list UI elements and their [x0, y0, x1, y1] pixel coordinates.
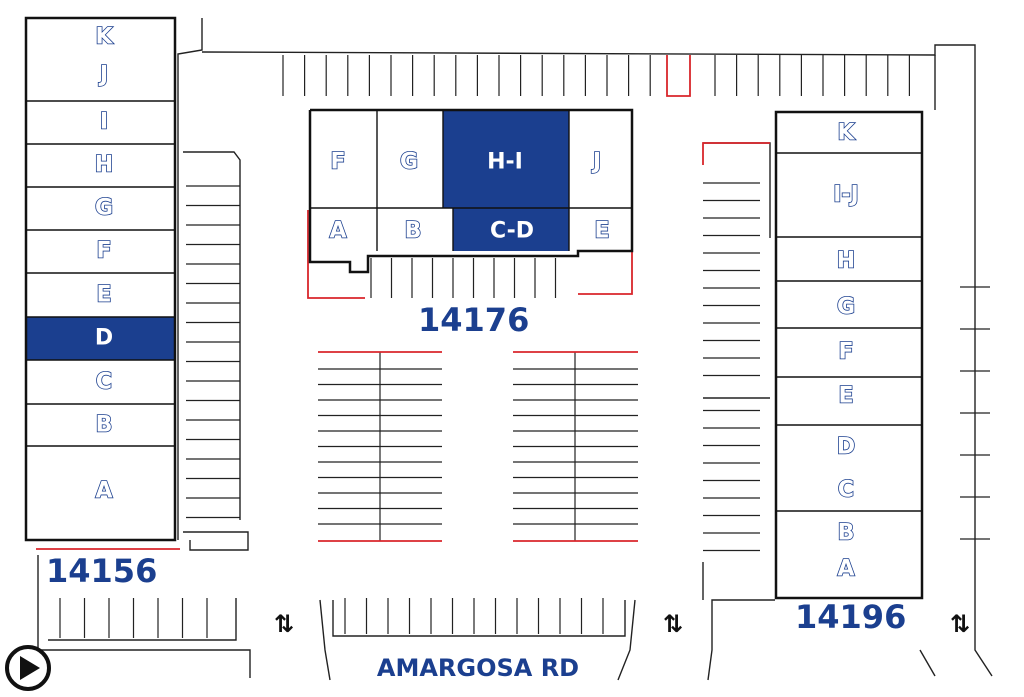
unit-14156-H[interactable]: H — [94, 152, 114, 179]
unit-14156-D-highlight — [26, 317, 175, 360]
unit-14176-A[interactable]: A — [329, 218, 348, 245]
unit-14156-C[interactable]: C — [95, 369, 113, 396]
unit-14196-A[interactable]: A — [837, 556, 856, 583]
unit-14156-K[interactable]: K — [95, 24, 115, 51]
unit-14176-H-I[interactable]: H-I — [487, 150, 523, 175]
unit-14196-C[interactable]: C — [837, 477, 855, 504]
bottom-center-parking — [344, 598, 604, 634]
unit-14176-G[interactable]: G — [399, 149, 419, 176]
unit-14156-D[interactable]: D — [95, 326, 113, 351]
unit-14196-K[interactable]: K — [837, 120, 857, 147]
building-14176: F G H-I J A B C-D E 14176 — [308, 108, 634, 339]
bottom-left-parking — [59, 598, 208, 638]
unit-14156-I[interactable]: I — [99, 109, 109, 136]
building-14196: K I-J H G F E D C B A 14196 — [774, 110, 924, 636]
entrance-arrow-left: ⇅ — [274, 610, 294, 638]
unit-14156-A[interactable]: A — [95, 478, 114, 505]
unit-14196-D[interactable]: D — [836, 434, 856, 461]
top-parking-row — [282, 55, 911, 96]
unit-14176-HI-highlight — [443, 110, 569, 208]
center-parking-left — [318, 352, 442, 541]
entrance-arrow-center: ⇅ — [663, 610, 683, 638]
building-14156: K J I H G F E D C B A 14156 — [24, 16, 177, 590]
building-14176-front-parking — [370, 258, 557, 298]
unit-14156-E[interactable]: E — [96, 282, 113, 309]
road-name: AMARGOSA RD — [377, 654, 579, 682]
site-outline — [37, 18, 993, 681]
entrance-arrow-right: ⇅ — [950, 610, 970, 638]
far-right-parking — [960, 286, 990, 540]
unit-14176-F[interactable]: F — [330, 149, 347, 176]
play-circle-icon[interactable] — [5, 645, 51, 691]
unit-14156-B[interactable]: B — [95, 412, 113, 439]
unit-14176-E[interactable]: E — [594, 218, 611, 245]
red-curbs — [36, 55, 770, 550]
unit-14196-H[interactable]: H — [836, 248, 856, 275]
right-parking-column — [702, 142, 771, 600]
center-parking-right — [513, 352, 638, 541]
unit-14196-I-J[interactable]: I-J — [832, 182, 859, 209]
unit-14196-E[interactable]: E — [838, 383, 855, 410]
building-number-14196: 14196 — [795, 598, 906, 636]
unit-14176-C-D[interactable]: C-D — [490, 219, 534, 244]
unit-14156-J[interactable]: J — [97, 62, 109, 89]
unit-14196-B[interactable]: B — [837, 520, 855, 547]
unit-14156-G[interactable]: G — [94, 195, 114, 222]
unit-14196-F[interactable]: F — [838, 339, 855, 366]
building-number-14176: 14176 — [418, 301, 529, 339]
left-parking-column — [183, 151, 249, 551]
unit-14196-G[interactable]: G — [836, 294, 856, 321]
unit-14156-F[interactable]: F — [96, 238, 113, 265]
unit-14176-B[interactable]: B — [404, 218, 422, 245]
unit-14176-CD-highlight — [453, 208, 569, 251]
building-number-14156: 14156 — [46, 552, 157, 590]
unit-14176-J[interactable]: J — [590, 149, 602, 176]
